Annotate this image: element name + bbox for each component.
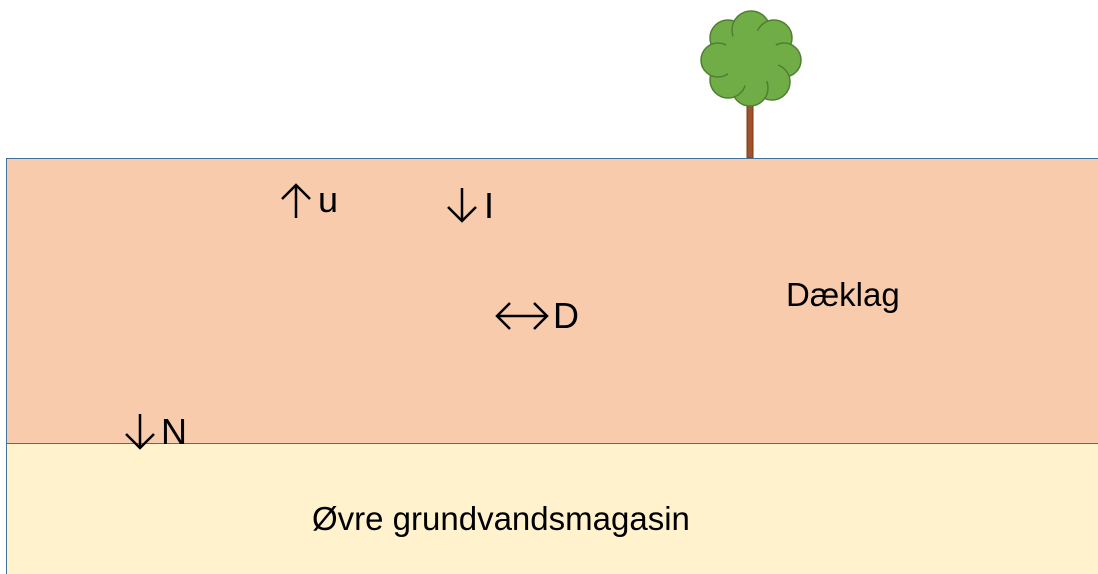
flux-n-label: N [161,411,187,452]
cover-layer-label: Dæklag [786,276,900,313]
arrow-left-right-icon [495,302,549,330]
arrow-up-icon [281,183,311,218]
downward-flux-n: N [121,412,187,452]
flux-i-label: I [484,185,495,226]
cover-layer [6,158,1098,444]
flux-u-label: u [318,179,339,220]
upward-flux-u: u [278,180,338,220]
tree-icon [696,8,806,163]
aquifer-layer [6,444,1098,574]
downward-flux-i: I [444,186,494,226]
arrow-down-icon [125,414,155,450]
horizontal-flux-d: D [493,296,579,336]
arrow-down-icon [447,188,477,223]
aquifer-layer-label: Øvre grundvandsmagasin [312,500,690,537]
flux-d-label: D [553,295,579,336]
